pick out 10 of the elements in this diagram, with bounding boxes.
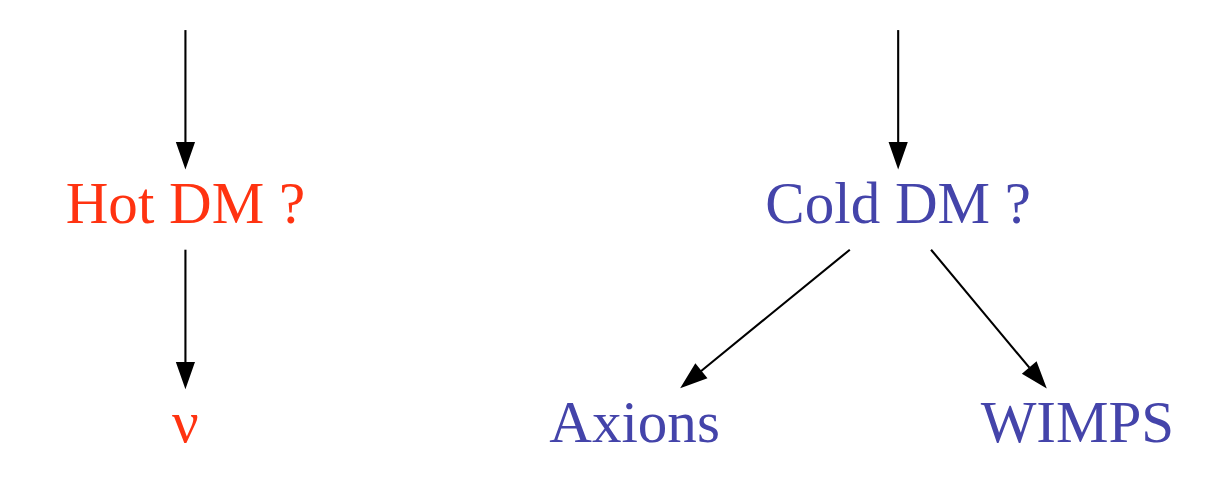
node-text: WIMPS <box>980 388 1175 455</box>
arrow <box>930 248 1047 389</box>
arrow <box>888 29 908 169</box>
arrow <box>680 248 851 388</box>
node-text: Axions <box>549 388 720 455</box>
node-text: Cold DM ? <box>765 169 1031 236</box>
arrow <box>175 249 196 389</box>
arrow <box>175 29 196 169</box>
node-text: ν <box>172 388 199 455</box>
node-text: Hot DM ? <box>65 169 306 236</box>
